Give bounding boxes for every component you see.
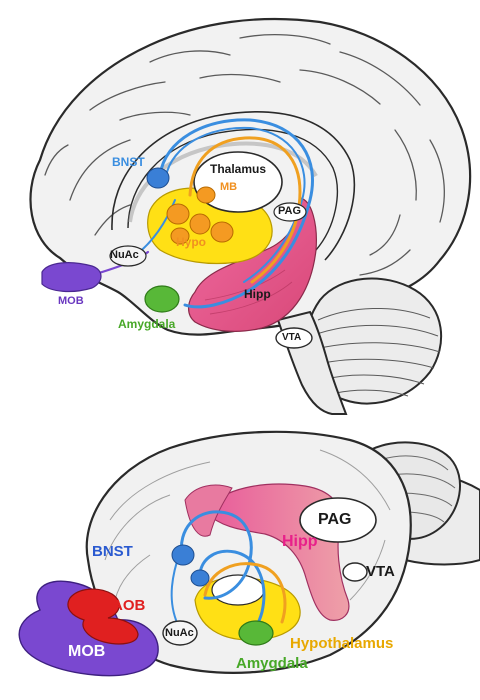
label-hipp-bottom: Hipp	[282, 534, 318, 550]
label-mob-top: MOB	[58, 296, 84, 307]
amygdala-nucleus	[145, 286, 179, 312]
label-hypo-top: Hypo	[176, 236, 206, 248]
label-bnst-bottom: BNST	[92, 544, 133, 559]
rodent-brain	[19, 432, 480, 676]
label-bnst-top: BNST	[112, 156, 145, 168]
label-vta-top: VTA	[282, 333, 301, 343]
label-thalamus-top: Thalamus	[210, 163, 266, 175]
label-pag-bottom: PAG	[318, 512, 351, 528]
label-amygdala-top: Amygdala	[118, 318, 175, 330]
label-pag-top: PAG	[278, 206, 301, 217]
label-nuac-top: NuAc	[110, 250, 139, 261]
label-vta-bottom: VTA	[366, 564, 395, 579]
mb-nucleus	[197, 187, 215, 203]
label-amygdala-bottom: Amygdala	[236, 656, 308, 671]
human-brain-sagittal	[30, 19, 470, 414]
label-mb-top: MB	[220, 182, 237, 193]
rodent-bnst-nucleus	[172, 545, 194, 565]
rodent-vta-nucleus	[343, 563, 367, 581]
bnst-nucleus	[147, 168, 169, 188]
mob-bulb	[42, 263, 101, 292]
label-hypothalamus-bottom: Hypothalamus	[290, 636, 393, 651]
label-hipp-top: Hipp	[244, 288, 271, 300]
label-nuac-bottom: NuAc	[165, 628, 194, 639]
label-mob-bottom: MOB	[68, 644, 105, 660]
label-aob-bottom: AOB	[112, 598, 145, 613]
rodent-amygdala-nucleus	[239, 621, 273, 645]
